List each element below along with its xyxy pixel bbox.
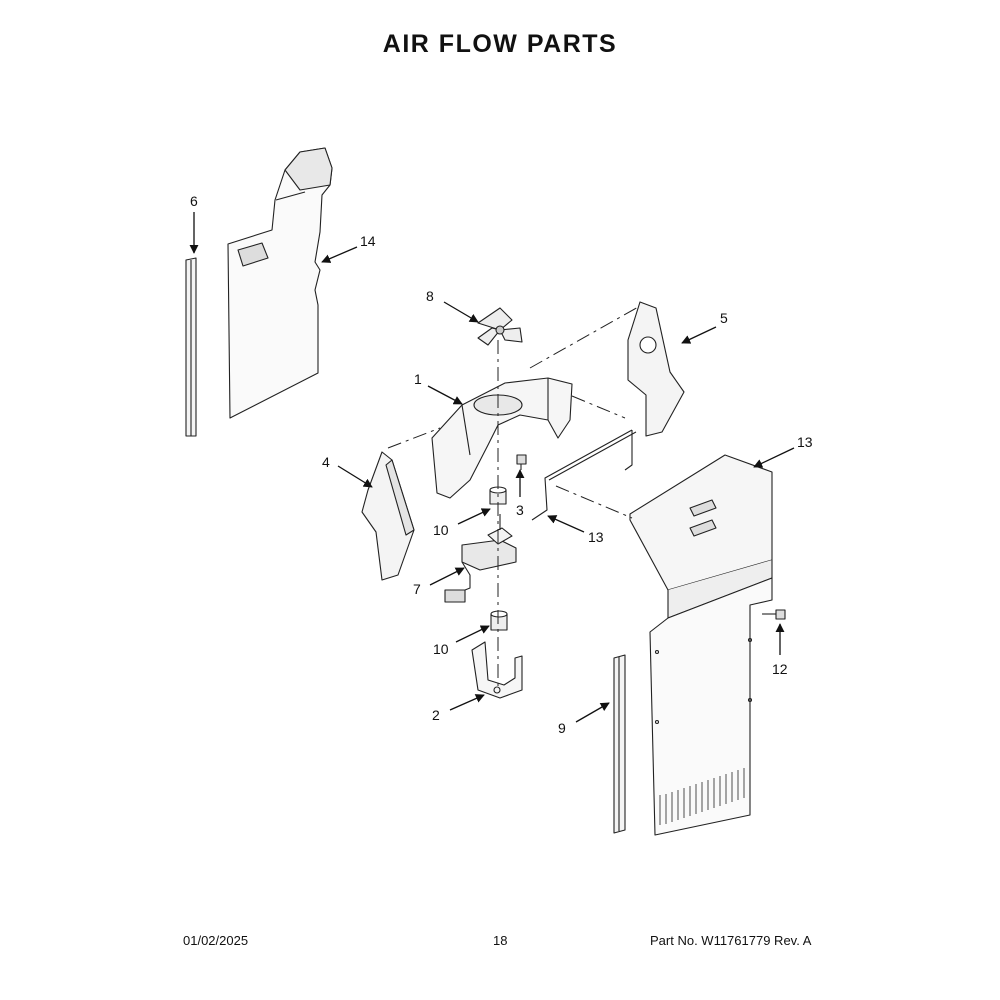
callout-10-upper: 10 <box>433 522 449 538</box>
callout-9: 9 <box>558 720 566 736</box>
part-12-duct-cover <box>629 454 773 619</box>
callout-7: 7 <box>413 581 421 597</box>
leader-14 <box>321 246 358 263</box>
part-8-fan-blade <box>477 307 523 346</box>
callout-11: 12 <box>772 661 788 677</box>
callout-8: 8 <box>426 288 434 304</box>
part-3-screw <box>516 454 527 470</box>
part-11-screw <box>762 609 786 620</box>
footer-part-number: Part No. W11761779 Rev. A <box>650 933 812 948</box>
leader-13 <box>547 515 585 533</box>
callout-5: 5 <box>720 310 728 326</box>
leader-10-upper <box>457 508 491 525</box>
leader-2 <box>449 694 485 711</box>
part-5-right-baffle <box>627 301 685 437</box>
leader-1 <box>427 385 463 405</box>
callout-12: 13 <box>797 434 813 450</box>
leader-12 <box>753 447 795 468</box>
leader-7 <box>429 567 465 586</box>
callout-2: 2 <box>432 707 440 723</box>
leader-9 <box>575 702 610 723</box>
leader-10-lower <box>455 625 490 643</box>
part-9-gasket-strip <box>613 654 626 834</box>
callout-3: 3 <box>516 502 524 518</box>
part-14-rear-panel <box>227 147 333 419</box>
assembly-line-12 <box>555 485 633 519</box>
part-7-fan-motor <box>444 514 517 603</box>
part-12-lower-panel <box>649 577 773 836</box>
footer-date: 01/02/2025 <box>183 933 249 948</box>
callout-10-lower: 10 <box>433 641 449 657</box>
callout-4: 4 <box>322 454 330 470</box>
part-1-fan-housing <box>431 377 573 499</box>
assembly-line-13 <box>571 395 626 419</box>
assembly-line-4 <box>387 427 441 449</box>
leader-4 <box>337 465 373 488</box>
part-4-left-baffle <box>361 451 415 581</box>
part-10-grommet-lower <box>490 610 508 631</box>
part-13-wire-bracket <box>531 429 637 521</box>
part-2-motor-bracket <box>471 641 523 699</box>
callout-14: 14 <box>360 233 376 249</box>
assembly-line-5 <box>529 305 641 369</box>
leader-8 <box>443 301 479 323</box>
callout-13: 13 <box>588 529 604 545</box>
leader-5 <box>681 326 717 344</box>
page-title: AIR FLOW PARTS <box>382 30 618 58</box>
footer-page-number: 18 <box>493 933 508 948</box>
callout-6: 6 <box>190 193 198 209</box>
part-6-gasket-strip <box>185 257 197 437</box>
callout-1: 1 <box>414 371 422 387</box>
